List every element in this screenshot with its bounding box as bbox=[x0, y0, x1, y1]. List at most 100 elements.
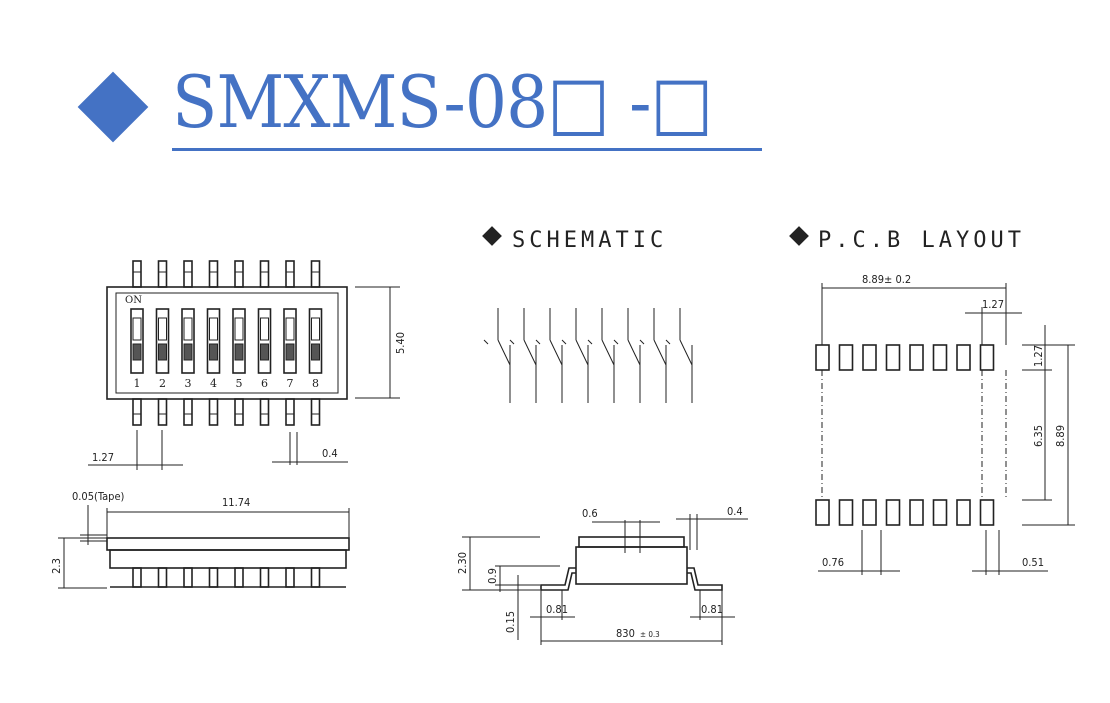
schematic-switches bbox=[483, 308, 693, 403]
switch-lever bbox=[497, 339, 511, 366]
dim-end-top-a: 0.6 bbox=[582, 507, 598, 520]
side-pin bbox=[259, 567, 270, 588]
dim-pcb-pad-b: 0.51 bbox=[1022, 556, 1044, 569]
top-view-inner-body bbox=[115, 292, 339, 394]
side-pin bbox=[132, 567, 142, 588]
pin-top bbox=[234, 260, 244, 288]
switch-track bbox=[234, 317, 244, 341]
dim-foot-right: 0.81 bbox=[701, 603, 723, 616]
pcb-pad-bottom bbox=[885, 499, 901, 526]
switch-lever bbox=[523, 339, 537, 366]
pcb-pad-top bbox=[979, 344, 995, 371]
dim-end-standoff: 0.15 bbox=[504, 611, 517, 633]
title-underline bbox=[172, 148, 762, 151]
switch-knob bbox=[158, 343, 167, 361]
on-label: ON bbox=[125, 295, 142, 306]
dim-end-top-b: 0.4 bbox=[727, 505, 743, 518]
switch-number: 3 bbox=[185, 377, 192, 390]
switch-slot bbox=[257, 308, 272, 374]
pcb-pad-bottom bbox=[909, 499, 924, 526]
switch-track bbox=[158, 317, 167, 341]
switch-lever bbox=[627, 339, 641, 366]
side-view-pins bbox=[110, 567, 346, 588]
top-view-outer-body bbox=[106, 286, 348, 400]
pin-bottom bbox=[157, 398, 168, 426]
switch-track bbox=[311, 317, 320, 341]
switch-knob bbox=[132, 343, 142, 361]
dim-height-label: 5.40 bbox=[394, 332, 407, 354]
side-view: 11.74 0.05(Tape) 2.3 bbox=[50, 490, 350, 589]
switch-slot bbox=[155, 308, 170, 374]
side-view-cap bbox=[106, 537, 350, 551]
side-pin bbox=[157, 567, 168, 588]
pcb-pad-top bbox=[885, 344, 901, 371]
switch-track bbox=[285, 317, 295, 341]
switch-knob bbox=[234, 343, 244, 361]
switch-number: 4 bbox=[210, 377, 217, 390]
pin-bottom bbox=[132, 398, 142, 426]
pcb-pad-bottom bbox=[838, 499, 854, 526]
pcb-pad-top bbox=[956, 344, 971, 371]
switch-track bbox=[260, 317, 269, 341]
switch-slot bbox=[130, 308, 144, 374]
dim-span: 830 bbox=[616, 627, 635, 640]
switch-lever bbox=[679, 339, 693, 366]
pin-bottom bbox=[259, 398, 270, 426]
end-view-left-lead bbox=[540, 567, 576, 591]
switch-knob bbox=[209, 343, 218, 361]
switch-slot bbox=[283, 308, 297, 374]
pcb-pad-bottom bbox=[956, 499, 971, 526]
switch-contact bbox=[587, 339, 593, 345]
side-view-body bbox=[109, 549, 347, 569]
dim-pcb-outer: 8.89 bbox=[1054, 425, 1067, 447]
end-view-cap bbox=[578, 536, 685, 548]
pcb-pad-bottom bbox=[815, 499, 830, 526]
top-view-pins bbox=[132, 260, 321, 426]
switch-contact bbox=[483, 339, 489, 345]
pcb-pad-bottom bbox=[862, 499, 877, 526]
side-pin bbox=[285, 567, 295, 588]
switch-lever bbox=[549, 339, 563, 366]
schematic: SCHEMATIC bbox=[482, 226, 693, 403]
switch-number: 2 bbox=[159, 377, 166, 390]
side-pin bbox=[183, 567, 193, 588]
switch-lever bbox=[653, 339, 667, 366]
switch-knob bbox=[260, 343, 269, 361]
pcb-pad-bottom bbox=[932, 499, 948, 526]
pin-top bbox=[285, 260, 295, 288]
switch-track bbox=[209, 317, 218, 341]
pin-top bbox=[132, 260, 142, 288]
pin-bottom bbox=[310, 398, 321, 426]
dim-length-label: 11.74 bbox=[222, 496, 250, 509]
switch-contact bbox=[665, 339, 671, 345]
pcb-layout: P.C.B LAYOUT 8.89± 0.2 1.27 1.27 6.35 8.… bbox=[789, 226, 1075, 575]
top-view-switches bbox=[130, 308, 323, 374]
pin-top bbox=[310, 260, 321, 288]
switch-number: 5 bbox=[236, 377, 243, 390]
switch-slot bbox=[206, 308, 221, 374]
section-diamond-icon bbox=[789, 226, 809, 246]
end-view: 0.6 0.4 2.30 0.9 0.15 0.81 0.81 830 ± 0.… bbox=[456, 505, 748, 645]
switch-track bbox=[183, 317, 193, 341]
dim-pcb-pad-len: 1.27 bbox=[1032, 345, 1045, 367]
side-pin bbox=[310, 567, 321, 588]
switch-number: 7 bbox=[287, 377, 294, 390]
dim-foot-left: 0.81 bbox=[546, 603, 568, 616]
dim-pin-width-label: 0.4 bbox=[322, 447, 338, 460]
pin-top bbox=[183, 260, 193, 288]
switch-slot bbox=[308, 308, 323, 374]
pin-top bbox=[157, 260, 168, 288]
dim-end-total-height: 2.30 bbox=[456, 552, 469, 574]
pcb-pad-bottom bbox=[979, 499, 995, 526]
switch-contact bbox=[535, 339, 541, 345]
pin-bottom bbox=[183, 398, 193, 426]
side-pin bbox=[234, 567, 244, 588]
pcb-pad-top bbox=[838, 344, 854, 371]
dim-tape-label: 0.05(Tape) bbox=[72, 490, 125, 503]
switch-slot bbox=[232, 308, 246, 374]
dim-pcb-inner: 6.35 bbox=[1032, 425, 1045, 447]
dim-pcb-width: 8.89± 0.2 bbox=[862, 273, 911, 286]
